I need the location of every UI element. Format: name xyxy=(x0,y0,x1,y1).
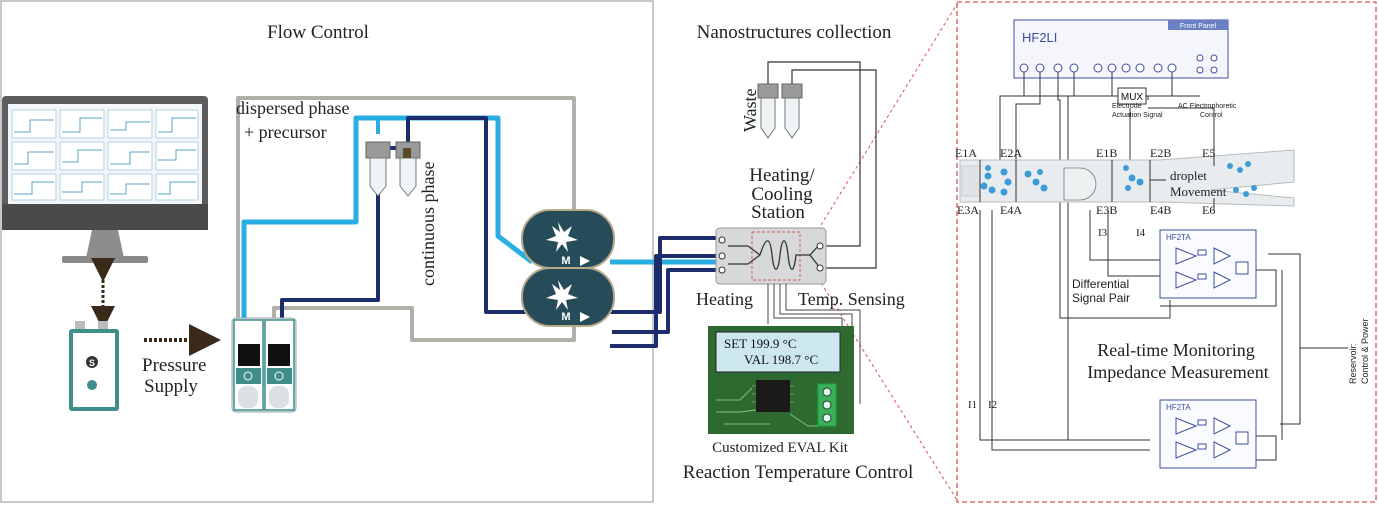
eval-kit-caption: Customized EVAL Kit xyxy=(712,440,849,456)
side-power-label-2: Control & Power xyxy=(1360,318,1370,384)
pressure-label-1: Pressure xyxy=(142,355,206,376)
hf2ta-amplifier-bottom: HF2TA xyxy=(1159,399,1257,469)
heating-label: Heating xyxy=(696,289,753,309)
ac-control-label-1: AC Electrophoretic xyxy=(1178,103,1237,110)
heat-station-label-2: Cooling xyxy=(751,184,813,205)
reservoir-vials xyxy=(365,141,421,197)
heating-station-chip xyxy=(715,227,827,285)
monitor-plot-grid xyxy=(11,109,199,201)
pressure-label-2: Supply xyxy=(144,376,198,397)
amp-top-label: HF2TA xyxy=(1166,233,1191,242)
flow-control-panel xyxy=(0,0,654,503)
zoom-line-bottom xyxy=(817,277,958,501)
front-panel-label: Front Panel xyxy=(1180,23,1217,30)
e1b-label: E1B xyxy=(1096,146,1117,160)
e4b-label: E4B xyxy=(1150,203,1171,217)
side-power-label-1: Reservoir: xyxy=(1348,343,1358,384)
impedance-panel xyxy=(956,1,1377,503)
realtime-title-1: Real-time Monitoring xyxy=(1097,340,1254,360)
flow-control-title: Flow Control xyxy=(267,22,369,43)
i4-label: I4 xyxy=(1136,227,1146,239)
electrode-label-2: Actuation Signal xyxy=(1112,112,1163,119)
heat-station-label-1: Heating/ xyxy=(749,165,815,186)
dispersed-phase-label-1: dispersed phase xyxy=(236,98,349,118)
syringe-pump-bottom: M xyxy=(521,267,615,327)
droplet-label-2: Movement xyxy=(1170,184,1227,199)
droplet-label-1: droplet xyxy=(1170,168,1207,183)
nano-collection-title: Nanostructures collection xyxy=(697,22,892,43)
mux-label: MUX xyxy=(1121,92,1144,103)
diff-signal-label-1: Differential xyxy=(1072,277,1129,291)
ac-control-label-2: Control xyxy=(1200,112,1223,119)
i3-label: I3 xyxy=(1098,227,1108,239)
hf2li-title: HF2LI xyxy=(1022,30,1057,45)
pump-bottom-letter: M xyxy=(561,311,570,323)
controller-symbol: S xyxy=(89,358,95,368)
amp-bottom-label: HF2TA xyxy=(1166,403,1191,412)
temp-sensing-label: Temp. Sensing xyxy=(798,289,905,309)
reaction-temp-title: Reaction Temperature Control xyxy=(683,462,913,483)
e4a-label: E4A xyxy=(1000,203,1022,217)
e2a-label: E2A xyxy=(1000,146,1022,160)
tubing xyxy=(236,96,720,348)
microfluidic-channel xyxy=(959,149,1295,210)
pump-top-letter: M xyxy=(561,255,570,267)
dispersed-phase-label-2: + precursor xyxy=(244,122,327,142)
waste-vials xyxy=(757,83,803,139)
waste-label: Waste xyxy=(740,88,760,132)
continuous-phase-label: continuous phase xyxy=(418,162,438,286)
e5-label: E5 xyxy=(1202,146,1215,160)
i1-label: I1 xyxy=(968,399,977,411)
mux-box xyxy=(1117,87,1147,105)
i2-label: I2 xyxy=(988,399,997,411)
e2b-label: E2B xyxy=(1150,146,1171,160)
hf2li-instrument: Front Panel HF2LI xyxy=(1013,19,1229,79)
pressure-pump-unit xyxy=(231,317,297,413)
syringe-pump-top: M xyxy=(521,209,615,269)
hf2ta-amplifier-top: HF2TA xyxy=(1159,229,1257,299)
pressure-controller: S xyxy=(69,321,119,411)
e1a-label: E1A xyxy=(955,146,977,160)
e3b-label: E3B xyxy=(1096,203,1117,217)
eval-set-readout: SET 199.9 °C xyxy=(724,336,797,351)
heat-station-label-3: Station xyxy=(751,202,805,223)
monitor xyxy=(2,96,208,263)
realtime-title-2: Impedance Measurement xyxy=(1087,362,1268,382)
electrode-label-1: Electrode xyxy=(1112,103,1142,110)
e3a-label: E3A xyxy=(957,203,979,217)
diff-signal-label-2: Signal Pair xyxy=(1072,291,1130,305)
eval-kit-board: SET 199.9 °C VAL 198.7 °C xyxy=(708,326,854,434)
eval-val-readout: VAL 198.7 °C xyxy=(744,352,818,367)
zoom-line-top xyxy=(817,3,958,231)
e6-label: E6 xyxy=(1202,203,1215,217)
